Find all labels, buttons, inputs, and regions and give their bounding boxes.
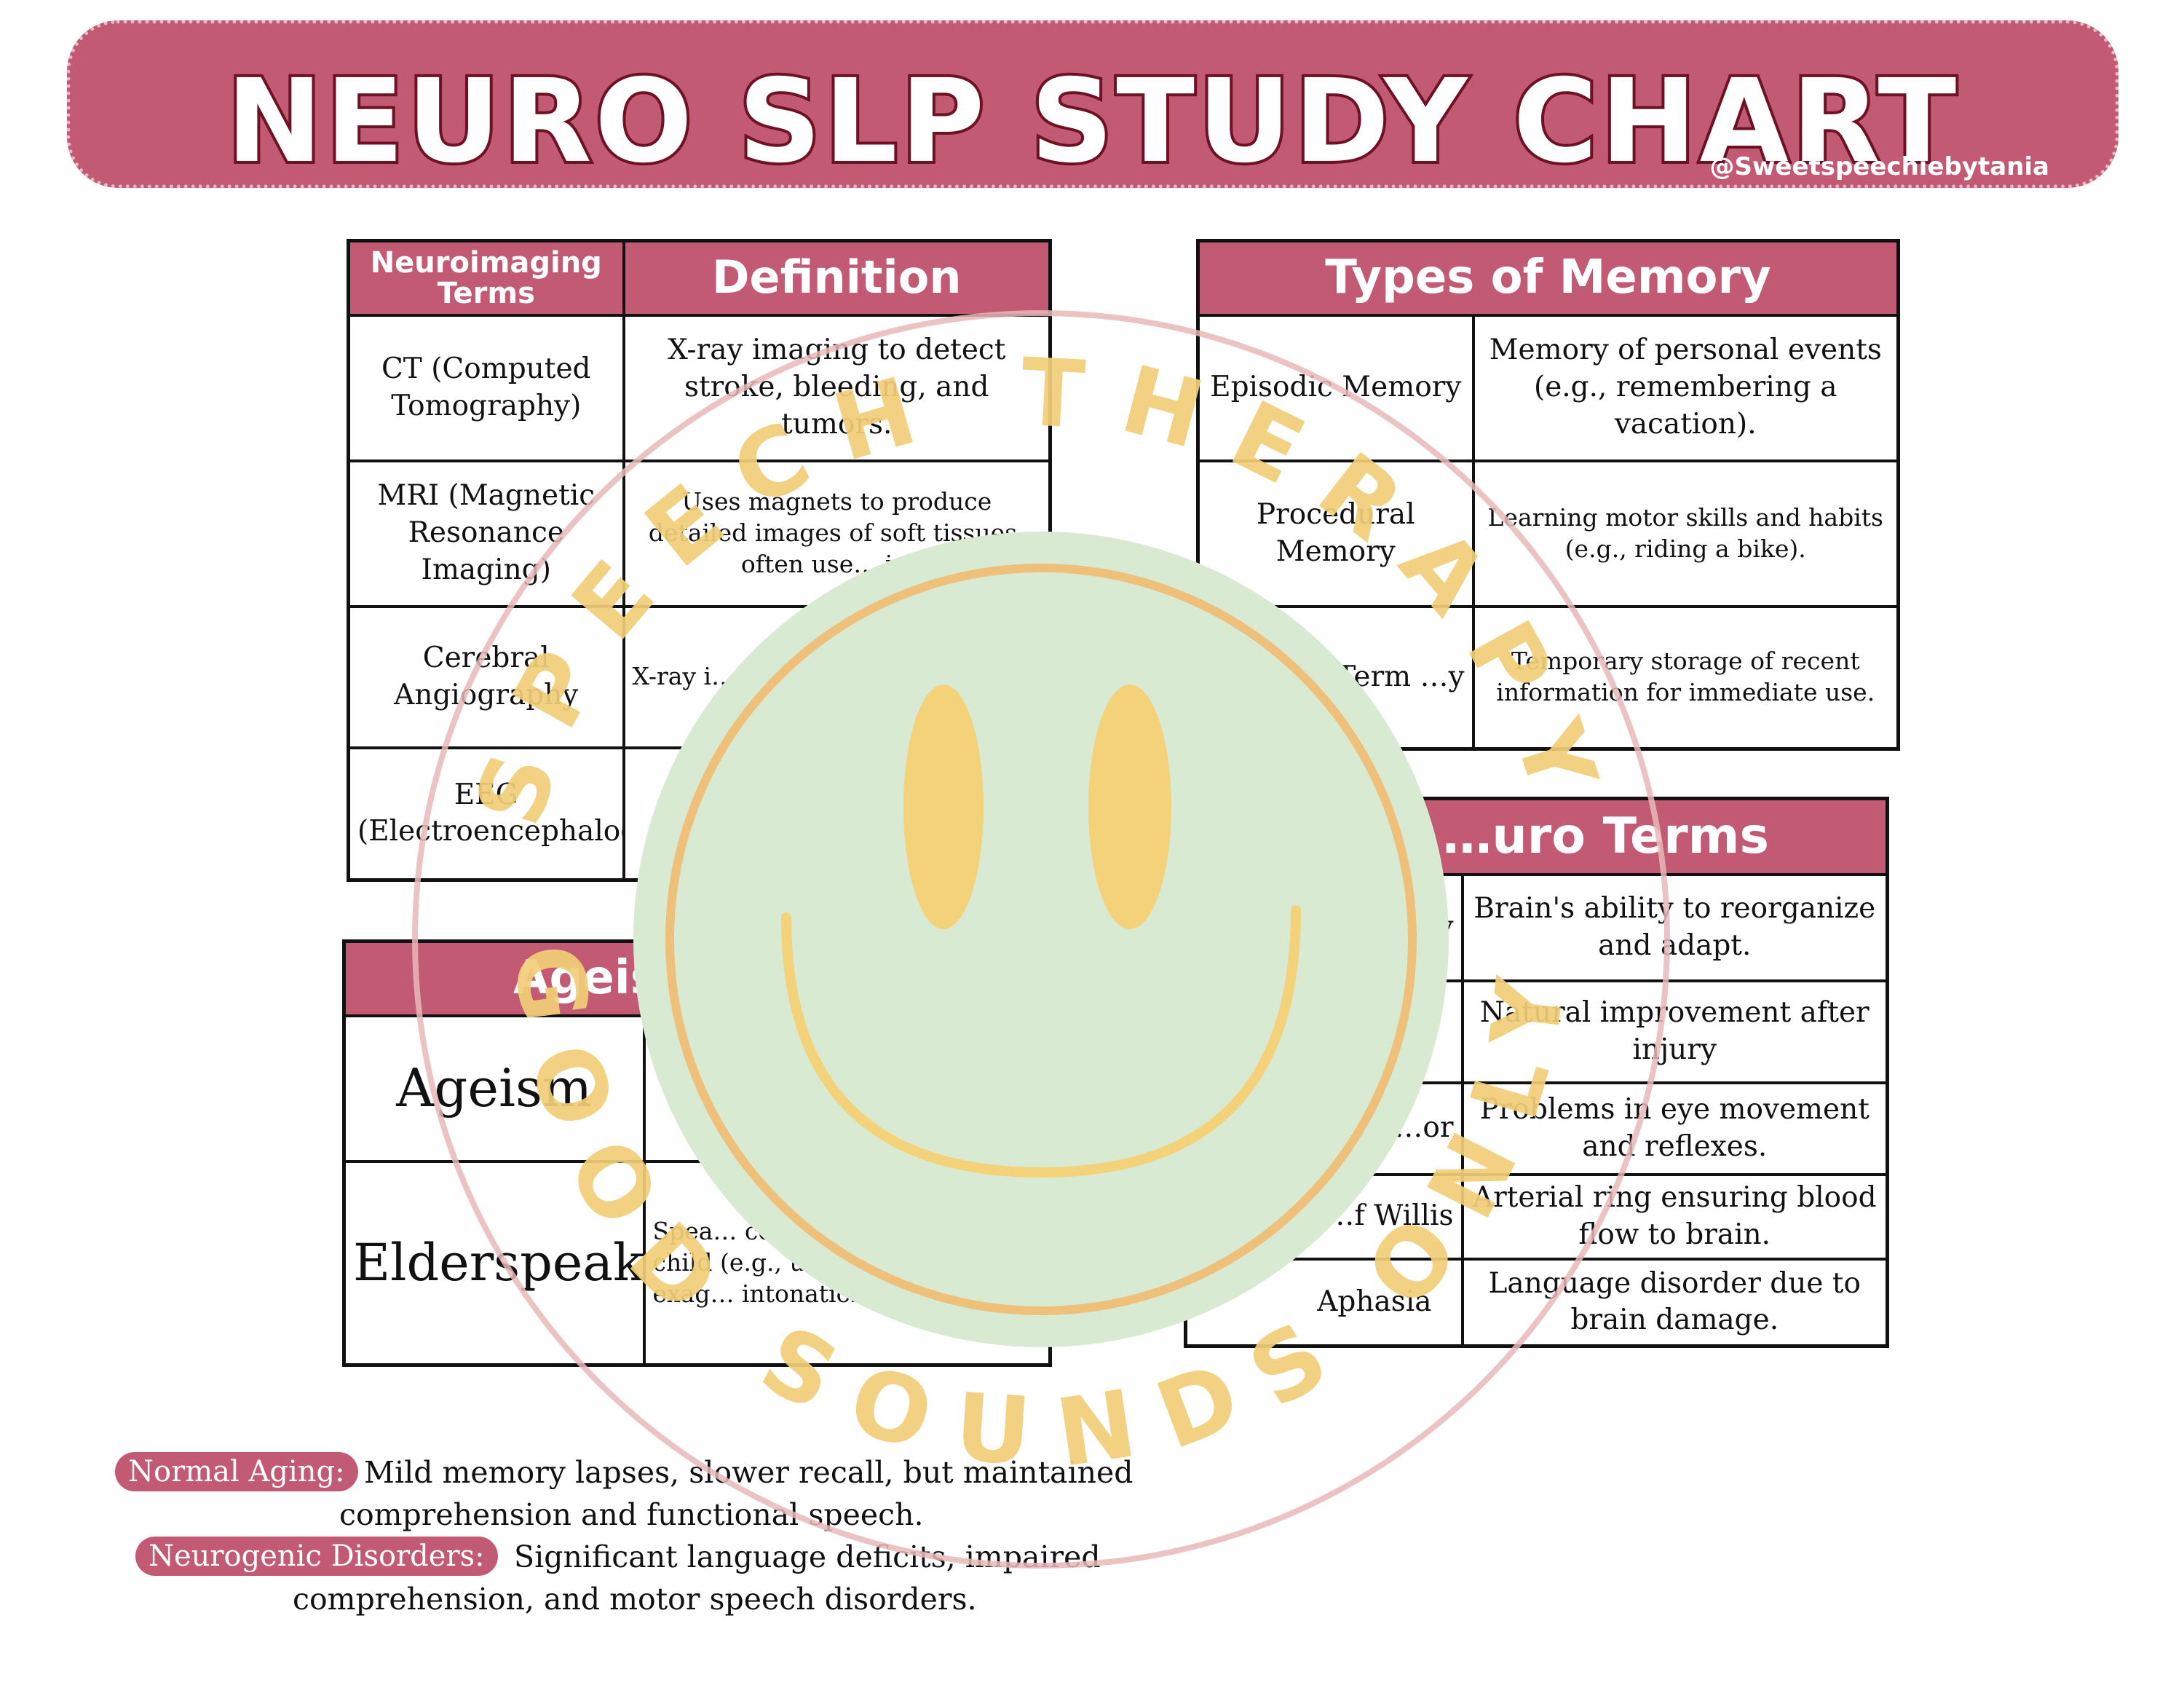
term-cell: Episodic Memory (1196, 313, 1475, 462)
definition-cell: X-ray imaging to detect stroke, bleeding… (622, 313, 1052, 462)
table-row: CT (Computed Tomography) X-ray imaging t… (347, 313, 1052, 462)
table-header-row: Types of Memory (1196, 239, 1900, 317)
definition-cell: Natural improvement after injury (1460, 979, 1889, 1084)
definition-cell: Problems in eye movement and reflexes. (1460, 1081, 1889, 1176)
term-cell (1184, 979, 1464, 1084)
definition-cell: Arterial ring ensuring blood flow to bra… (1460, 1172, 1889, 1261)
column-header: Neuroimaging Terms (347, 239, 625, 317)
term-cell: Elderspeak (342, 1159, 646, 1367)
table-title: Ageis… (342, 939, 1052, 1017)
table-header-row: …uro Terms (1184, 797, 1889, 876)
table-row: Procedural Memory Learning motor skills … (1196, 459, 1900, 608)
normal-aging-label: Normal Aging: (115, 1452, 358, 1491)
term-cell: …f Willis (1184, 1172, 1464, 1261)
term-cell: Aphasia (1184, 1257, 1464, 1348)
table-row: Cerebral Angiography X-ray i… vessel… us… (347, 604, 1052, 749)
term-cell: …y (1184, 872, 1464, 982)
table-row: Episodic Memory Memory of personal event… (1196, 313, 1900, 462)
term-cell: MRI (Magnetic Resonance Imaging) (347, 459, 625, 608)
definition-cell: Temporary storage of recent information … (1471, 604, 1900, 751)
table-row: Ageism (342, 1014, 1052, 1163)
definition-cell: Brain's ability to reorganize and adapt. (1460, 872, 1889, 982)
term-cell: EEG (Electroencephalography) (347, 746, 625, 882)
memory-table: Types of Memory Episodic Memory Memory o… (1196, 239, 1900, 751)
ageism-table: Ageis… Ageism Elderspeak Spea… condesc… … (342, 939, 1052, 1367)
term-cell: Cerebral Angiography (347, 604, 625, 749)
term-cell: Procedural Memory (1196, 459, 1475, 608)
definition-cell: Spea… condesc… how one… child (e.g., usi… (642, 1159, 1052, 1367)
definition-cell: Language disorder due to brain damage. (1460, 1257, 1889, 1348)
neuroimaging-table: Neuroimaging Terms Definition CT (Comput… (347, 239, 1052, 882)
table-row: …or Problems in eye movement and reflexe… (1184, 1081, 1889, 1176)
table-row: MRI (Magnetic Resonance Imaging) Uses ma… (347, 459, 1052, 608)
table-header-row: Ageis… (342, 939, 1052, 1017)
table-row: …Term …y Temporary storage of recent inf… (1196, 604, 1900, 751)
term-cell: CT (Computed Tomography) (347, 313, 625, 462)
definition-cell (642, 1014, 1052, 1163)
page-title: NEURO SLP STUDY CHART (223, 52, 1960, 192)
neurogenic-text: Significant language deficits, impaired (514, 1539, 1101, 1574)
table-row: …y Brain's ability to reorganize and ada… (1184, 872, 1889, 982)
column-header: Definition (622, 239, 1052, 317)
table-header-row: Neuroimaging Terms Definition (347, 239, 1052, 317)
neurogenic-label: Neurogenic Disorders: (135, 1537, 498, 1576)
author-handle: @Sweetspeechiebytania (1709, 152, 2049, 181)
definition-cell (622, 746, 1052, 882)
definition-cell: Memory of personal events (e.g., remembe… (1471, 313, 1900, 462)
neuro-terms-table: …uro Terms …y Brain's ability to reorgan… (1184, 797, 1889, 1348)
neurogenic-text-cont: comprehension, and motor speech disorder… (293, 1582, 977, 1617)
term-cell: …or (1184, 1081, 1464, 1176)
table-row: Natural improvement after injury (1184, 979, 1889, 1084)
table-row: …f Willis Arterial ring ensuring blood f… (1184, 1172, 1889, 1261)
normal-aging-text-cont: comprehension and functional speech. (339, 1497, 924, 1532)
table-row: EEG (Electroencephalography) (347, 746, 1052, 882)
term-cell: Ageism (342, 1014, 646, 1163)
table-title: Types of Memory (1196, 239, 1900, 317)
normal-aging-text: Mild memory lapses, slower recall, but m… (364, 1455, 1133, 1490)
definition-cell: X-ray i… vessel… usefu… (622, 604, 1052, 749)
table-row: Elderspeak Spea… condesc… how one… child… (342, 1159, 1052, 1367)
definition-cell: Uses magnets to produce detailed images … (622, 459, 1052, 608)
title-banner: NEURO SLP STUDY CHART @Sweetspeechiebyta… (67, 20, 2118, 192)
table-row: Aphasia Language disorder due to brain d… (1184, 1257, 1889, 1348)
definition-cell: Learning motor skills and habits (e.g., … (1471, 459, 1900, 608)
term-cell: …Term …y (1196, 604, 1475, 751)
table-title: …uro Terms (1184, 797, 1889, 876)
